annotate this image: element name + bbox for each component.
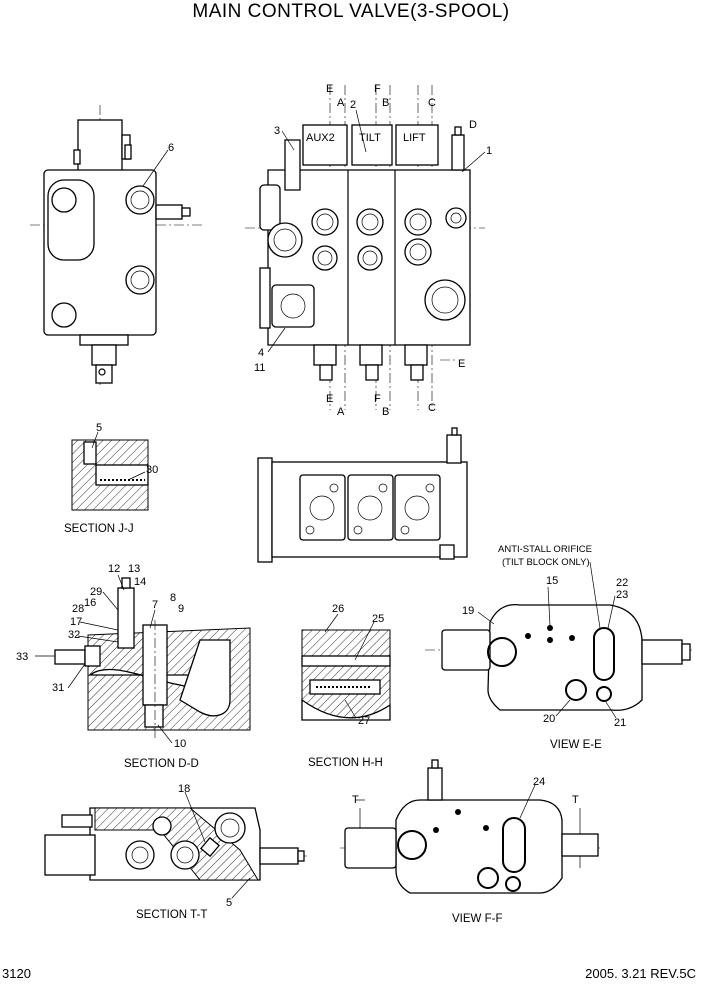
section-d-d [54,577,251,740]
callout-19: 19 [462,605,474,617]
callout-31: 31 [52,682,64,694]
mark-e-bottom: E [326,393,333,405]
callout-6: 6 [168,142,174,154]
caption-section-jj: SECTION J-J [64,523,134,535]
mark-f-bottom: F [374,393,381,405]
mark-c-top: C [428,97,436,109]
mark-t-right: T [572,794,579,806]
callout-32: 32 [68,629,80,641]
callout-24: 24 [533,776,545,788]
callout-1: 1 [486,145,492,157]
callout-2: 2 [350,99,356,111]
callout-22: 22 [616,577,628,589]
anti-stall-note-2: (TILT BLOCK ONLY) [502,557,590,568]
section-t-t [44,807,310,881]
callout-30: 30 [146,464,158,476]
spool-label-aux2: AUX2 [306,132,335,144]
mark-b-bottom: B [382,406,389,418]
callout-33: 33 [16,651,28,663]
caption-section-hh: SECTION H-H [308,757,383,769]
mark-e-top: E [326,83,333,95]
callout-29: 29 [90,586,102,598]
view-e-e [425,603,695,711]
callout-8: 8 [170,592,176,604]
callout-23: 23 [616,589,628,601]
callout-14: 14 [134,576,146,588]
mark-d: D [469,119,477,131]
mark-a-top: A [337,97,345,109]
mark-a-bottom: A [337,406,345,418]
section-h-h [301,629,391,721]
callout-12: 12 [108,563,120,575]
callout-28: 28 [72,603,84,615]
side-elevation [257,427,468,563]
callout-25: 25 [372,613,384,625]
callout-13: 13 [128,563,140,575]
page-number: 3120 [2,966,31,981]
spool-label-tilt: TILT [359,132,381,144]
callout-3: 3 [274,125,280,137]
callout-5-section-tt: 5 [226,897,232,909]
mark-e-right: E [458,358,465,370]
callout-17: 17 [70,616,82,628]
callout-16: 16 [84,597,96,609]
callout-10: 10 [174,738,186,750]
caption-section-dd: SECTION D-D [124,758,199,770]
callout-26: 26 [332,603,344,615]
view-f-f [340,759,600,894]
spool-label-lift: LIFT [403,132,426,144]
side-view [30,105,205,385]
anti-stall-note-1: ANTI-STALL ORIFICE [498,544,592,555]
caption-view-ee: VIEW E-E [550,739,602,751]
callout-21: 21 [614,717,626,729]
mark-t-left: T [352,794,359,806]
caption-view-ff: VIEW F-F [452,913,502,925]
front-view [245,85,485,410]
callout-4: 4 [258,347,264,359]
revision-stamp: 2005. 3.21 REV.5C [585,966,696,981]
callout-9: 9 [178,603,184,615]
callout-7: 7 [152,599,158,611]
section-j-j [71,439,149,511]
callout-20: 20 [543,713,555,725]
callout-18: 18 [178,783,190,795]
mark-f-top: F [374,83,381,95]
callout-11: 11 [254,362,265,374]
callout-5: 5 [96,422,102,434]
caption-section-tt: SECTION T-T [136,909,207,921]
mark-c-bottom: C [428,402,436,414]
callout-15: 15 [546,575,558,587]
page-title: MAIN CONTROL VALVE(3-SPOOL) [192,1,510,22]
mark-b-top: B [382,97,389,109]
callout-27: 27 [358,715,370,727]
